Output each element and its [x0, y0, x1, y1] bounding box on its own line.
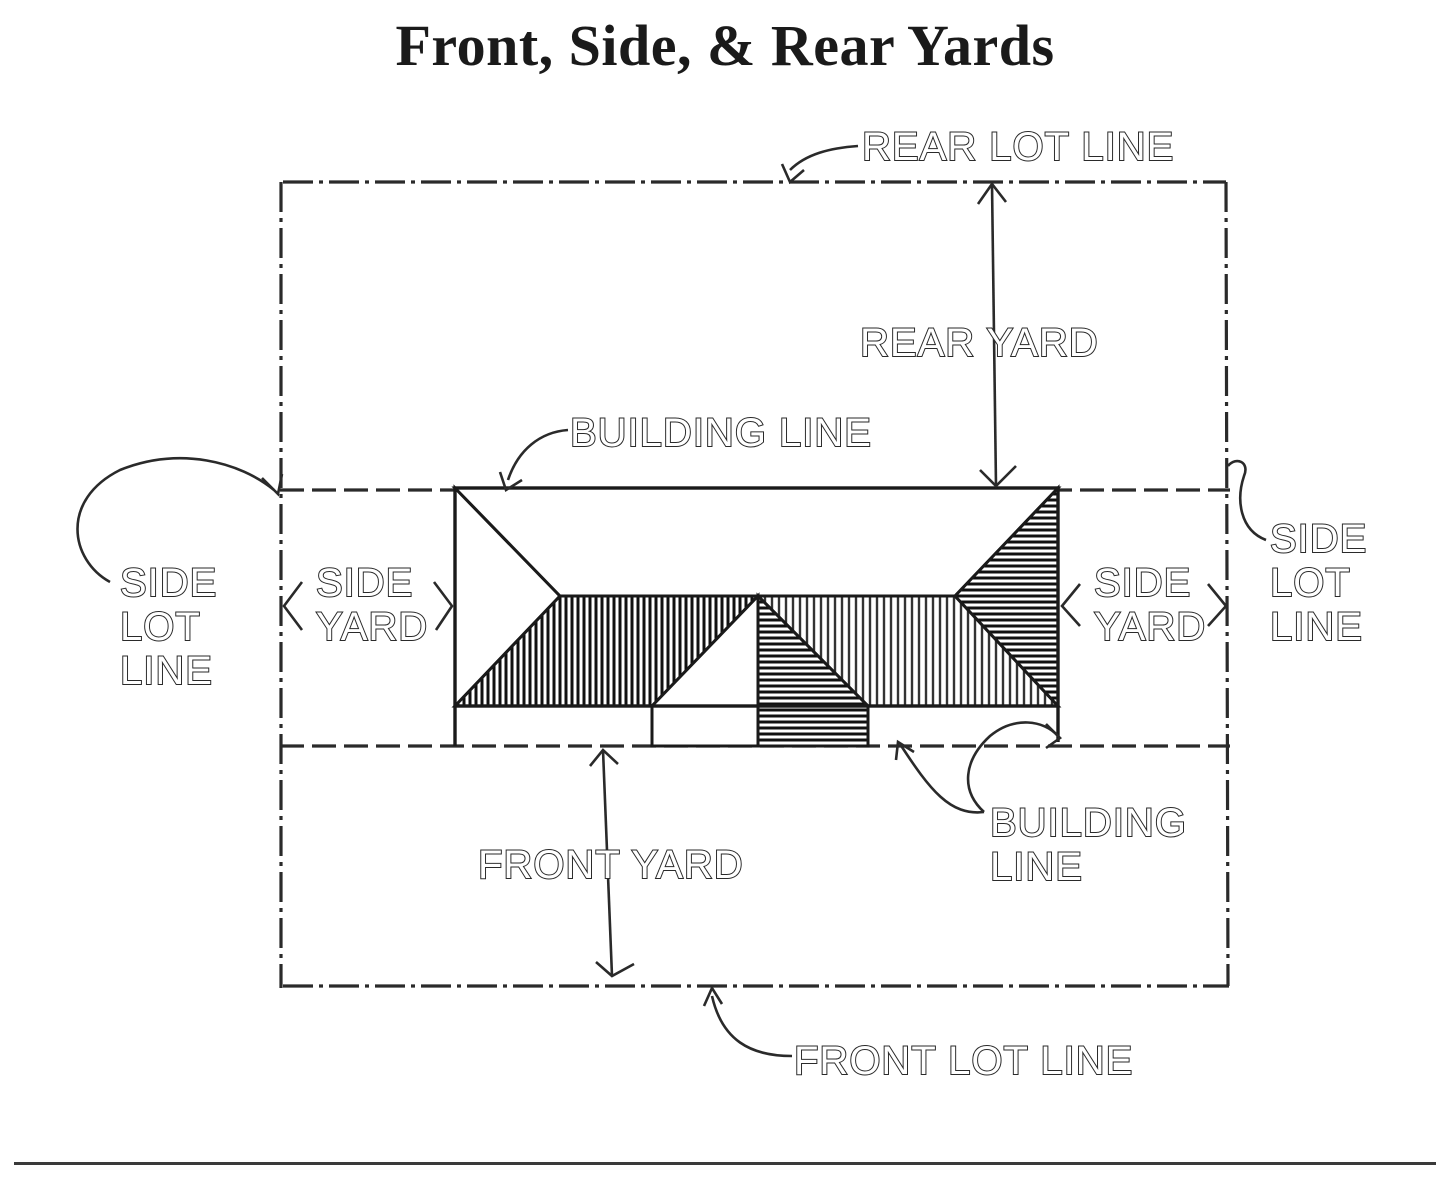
- side-lot-line-left-label-3: LINE: [120, 649, 213, 693]
- building-lines: [280, 488, 1230, 748]
- building-line-top-label: BUILDING LINE: [570, 411, 872, 455]
- right-side-lot-line: [1224, 181, 1230, 987]
- front-lot-line-leader: [710, 995, 793, 1058]
- porch-white: [650, 592, 760, 748]
- leaders: [76, 144, 1267, 1058]
- rear-lot-line-leader: [789, 144, 859, 171]
- side-lot-line-right-label-2: LOT: [1270, 561, 1351, 605]
- building-outline: [453, 486, 1060, 708]
- side-yard-right-label-2: YARD: [1094, 605, 1206, 649]
- side-lot-line-right-label-3: LINE: [1270, 605, 1363, 649]
- lot-boundary: [279, 180, 1230, 988]
- side-lot-line-left-leader: [76, 457, 275, 584]
- rear-yard-dimension: [976, 181, 1017, 488]
- front-yard-dimension: [588, 748, 635, 978]
- side-lot-line-left-label-2: LOT: [120, 605, 201, 649]
- building-line-bottom-label-2: LINE: [990, 845, 1083, 889]
- building-line-bottom-leader: [898, 743, 985, 814]
- front-yard-label: FRONT YARD: [478, 843, 744, 887]
- rear-lot-line-label: REAR LOT LINE: [862, 125, 1174, 169]
- page-title: Front, Side, & Rear Yards: [395, 13, 1055, 78]
- side-yard-left-label-2: YARD: [316, 605, 428, 649]
- side-lot-line-left-label-1: SIDE: [120, 561, 217, 605]
- front-lot-line-label: FRONT LOT LINE: [794, 1039, 1133, 1083]
- side-lot-line-right-label-1: SIDE: [1270, 517, 1367, 561]
- side-yard-right-label-1: SIDE: [1094, 561, 1191, 605]
- left-side-yard-dimension: [282, 581, 454, 631]
- right-side-yard-dimension: [1060, 583, 1228, 627]
- roof-panel-white-top: [451, 486, 1062, 598]
- bottom-rule: [14, 1162, 1436, 1165]
- rear-yard-label: REAR YARD: [860, 321, 1099, 365]
- side-yard-left-label-1: SIDE: [316, 561, 413, 605]
- building-line-top-leader: [506, 428, 569, 481]
- building-line-bottom-label-1: BUILDING: [990, 801, 1187, 845]
- building-footprint: [451, 484, 1062, 748]
- side-lot-line-right-leader: [1226, 459, 1267, 542]
- building-line-bottom-leader-b: [966, 721, 1059, 813]
